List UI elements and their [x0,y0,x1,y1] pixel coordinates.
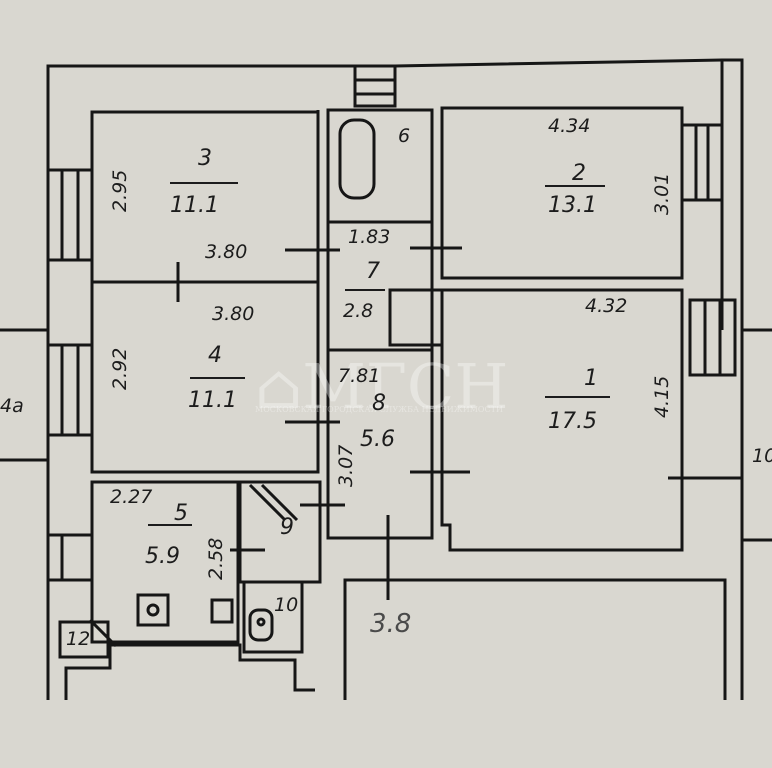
watermark-logo: ⌂МГСН МОСКОВСКАЯ ГОРОДСКАЯ СЛУЖБА НЕДВИЖ… [255,350,508,423]
dim-room1-width: 4.32 [585,295,627,317]
room2-area: 13.1 [548,193,597,218]
room5-number: 5 [174,501,188,526]
room12-number: 12 [66,628,90,650]
room4-area: 11.1 [188,388,237,413]
svg-text:⌂МГСН: ⌂МГСН [255,350,508,423]
dim-room4-width: 3.80 [212,303,254,325]
dim-room2-depth: 3.01 [651,173,673,215]
dim-room5-depth: 2.58 [205,538,227,580]
svg-text:МОСКОВСКАЯ ГОРОДСКАЯ СЛУЖБА НЕ: МОСКОВСКАЯ ГОРОДСКАЯ СЛУЖБА НЕДВИЖИМОСТИ [255,405,503,414]
room1-number: 1 [584,366,598,391]
room9-number: 9 [280,515,294,540]
room4-number: 4 [208,343,222,368]
dim-room3-width: 3.80 [205,241,247,263]
dim-room7-width: 1.83 [348,226,390,248]
dim-room8-width: 7.81 [338,365,380,387]
room6-number: 6 [398,125,410,147]
room8-number: 8 [372,391,386,416]
room8-area: 5.6 [360,427,395,452]
neighbor-right-label: 10 [752,445,772,467]
dim-room2-width: 4.34 [548,115,590,137]
room5-area: 5.9 [145,544,180,569]
neighbor-left-label: 4a [0,395,24,417]
room7-number: 7 [366,259,380,284]
room2-number: 2 [572,161,586,186]
room10-number: 10 [274,594,298,616]
room3-number: 3 [198,146,212,171]
stair-label: 3.8 [370,609,411,639]
dim-room4-depth: 2.92 [109,348,131,390]
dim-room8-depth: 3.07 [335,445,357,487]
room7-area: 2.8 [343,300,373,322]
dim-room1-depth: 4.15 [651,376,673,418]
dim-room3-depth: 2.95 [109,170,131,212]
walls [0,58,772,700]
room3-area: 11.1 [170,193,219,218]
room1-area: 17.5 [548,409,597,434]
dim-room5-width: 2.27 [110,486,152,508]
labels: 4.34 2 13.1 3.01 3 11.1 2.95 3.80 1.83 6… [0,115,772,650]
